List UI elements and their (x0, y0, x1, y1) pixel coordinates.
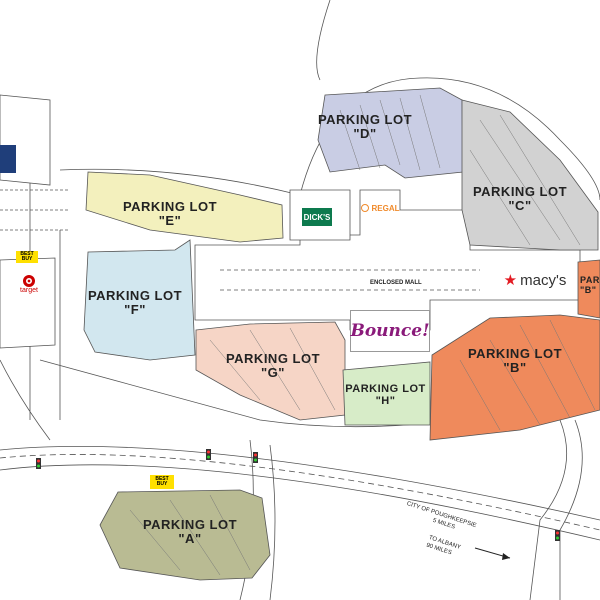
lot-a-shape (99, 489, 271, 581)
macys-logo: ★macy's (500, 270, 570, 290)
lot-id: "B" (580, 285, 597, 295)
bestbuy-logo-top: BEST BUY (16, 251, 38, 263)
target-icon (23, 274, 35, 287)
lot-b-label[interactable]: PARKING LOT"B" (460, 347, 570, 375)
lot-id: "D" (353, 126, 377, 141)
target-logo: target (14, 268, 44, 300)
regal-icon (360, 204, 369, 212)
lot-name: PARKING LOT (345, 383, 426, 395)
lot-b2-shape (577, 259, 600, 319)
lot-e-label[interactable]: PARKING LOT"E" (115, 200, 225, 228)
lot-id: "E" (158, 213, 182, 228)
lot-d-label[interactable]: PARKING LOT"D" (310, 113, 420, 141)
lot-h-label[interactable]: PARKING LOT"H" (338, 383, 433, 407)
lot-b-shape (429, 314, 600, 441)
bestbuy-logo-bottom: BEST BUY (150, 475, 174, 489)
lot-name: PARKING LOT (467, 346, 563, 361)
lot-id: "H" (375, 395, 396, 407)
enclosed-mall-label: ENCLOSED MALL (370, 280, 422, 286)
lot-name: PARKING LOT (580, 275, 600, 285)
lot-a-label[interactable]: PARKING LOT"A" (135, 518, 245, 546)
lot-b2-label[interactable]: PARKING LOT"B" (580, 275, 600, 295)
macys-star-icon: ★ (503, 272, 518, 289)
lot-c-shape (461, 99, 599, 251)
target-text: target (20, 286, 38, 294)
dicks-logo: DICK'S (302, 208, 332, 226)
lot-id: "C" (508, 198, 532, 213)
lot-name: PARKING LOT (472, 184, 568, 199)
lot-id: "F" (124, 302, 146, 317)
lot-name: PARKING LOT (122, 199, 218, 214)
lot-id: "G" (261, 365, 285, 380)
bounce-logo: Bounce! (350, 310, 430, 352)
lot-d-shape (317, 87, 464, 179)
lot-f-label[interactable]: PARKING LOT"F" (80, 289, 190, 317)
lot-f-shape (83, 239, 196, 361)
lot-name: PARKING LOT (225, 351, 321, 366)
macys-text: macy's (520, 271, 567, 289)
lot-e-shape (85, 171, 284, 243)
lot-id: "A" (178, 531, 202, 546)
lot-id: "B" (503, 360, 527, 375)
regal-logo: REGAL (355, 202, 405, 214)
lot-name: PARKING LOT (142, 517, 238, 532)
lot-name: PARKING LOT (87, 288, 183, 303)
regal-text: REGAL (371, 203, 400, 213)
lot-g-label[interactable]: PARKING LOT"G" (218, 352, 328, 380)
lot-name: PARKING LOT (317, 112, 413, 127)
lot-c-label[interactable]: PARKING LOT"C" (460, 185, 580, 213)
